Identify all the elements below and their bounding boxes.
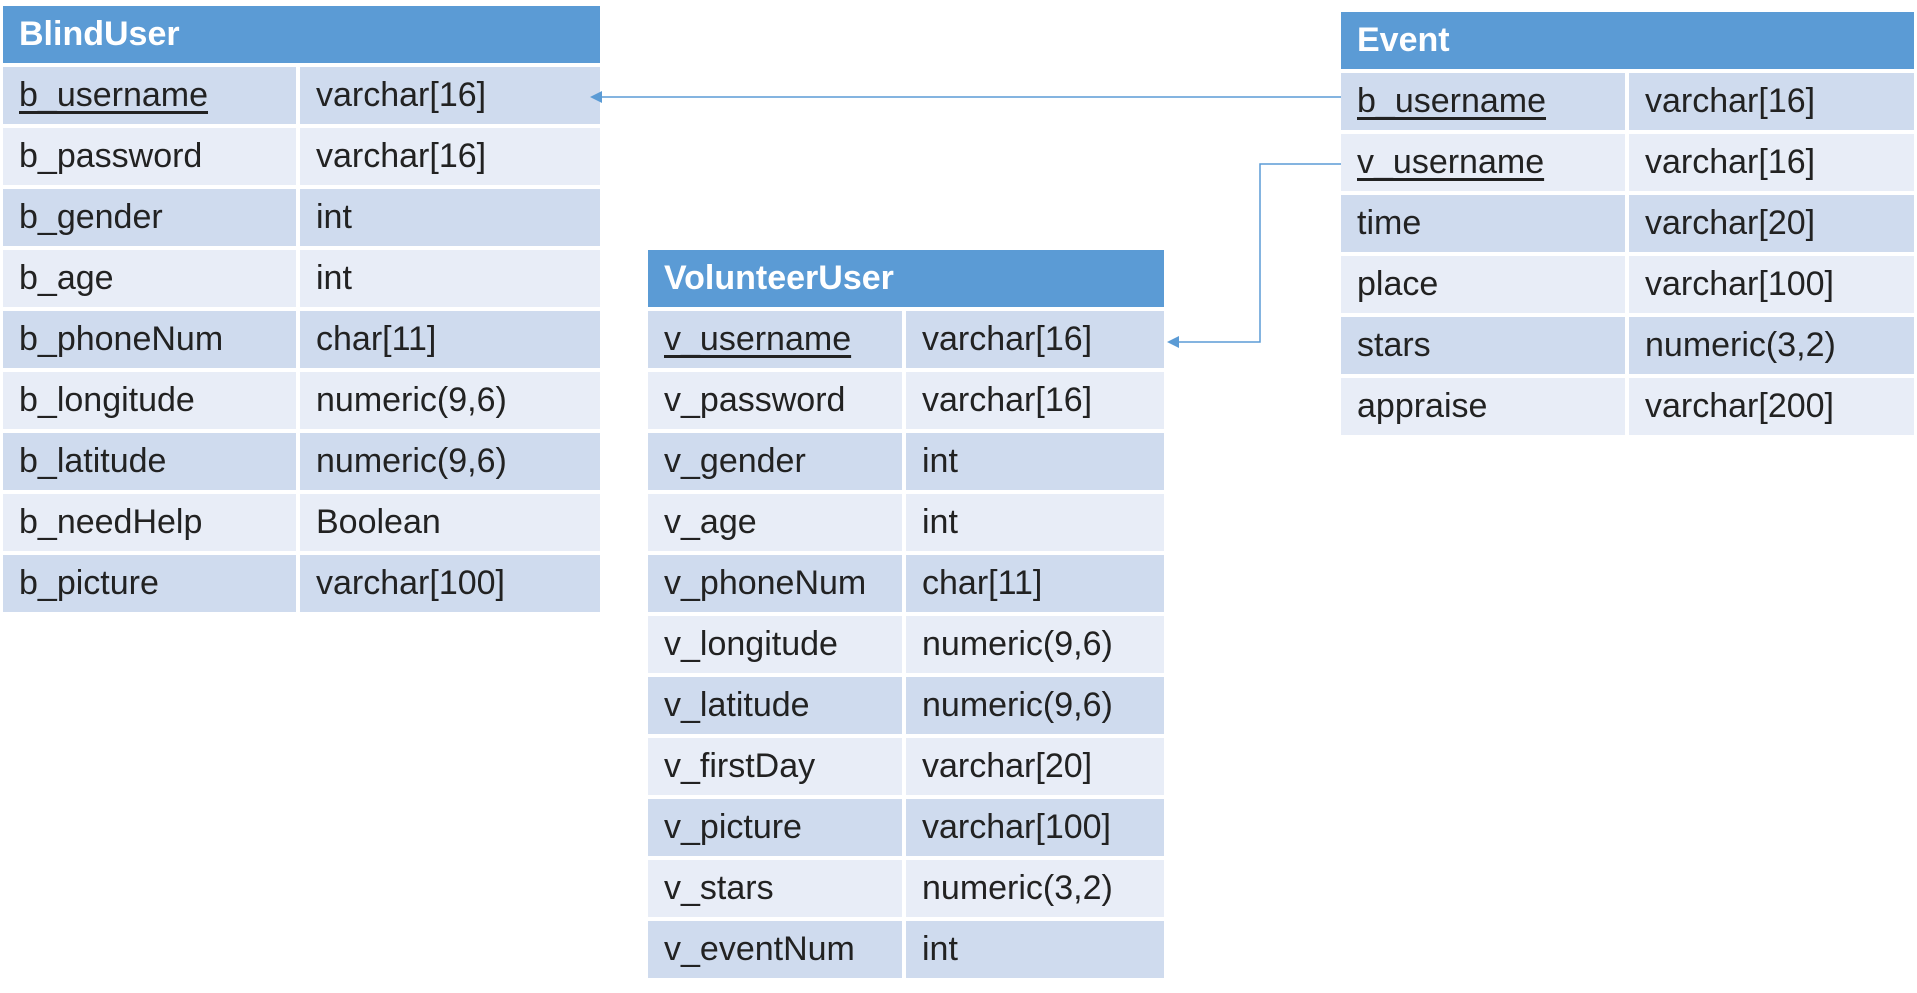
column-type: Boolean — [300, 494, 600, 555]
table-row: v_picture varchar[100] — [648, 799, 1165, 860]
arrowhead-blinduser — [590, 91, 602, 103]
table-row: v_username varchar[16] — [1341, 134, 1914, 195]
column-name-foreign-key-blind: b_username — [1341, 73, 1629, 134]
column-name: stars — [1341, 317, 1629, 378]
table-row: b_longitude numeric(9,6) — [3, 372, 600, 433]
column-type: varchar[20] — [906, 738, 1165, 799]
column-name: appraise — [1341, 378, 1629, 439]
column-name: b_gender — [3, 189, 300, 250]
column-name: v_phoneNum — [648, 555, 906, 616]
column-name: b_needHelp — [3, 494, 300, 555]
table-row: b_password varchar[16] — [3, 128, 600, 189]
table-row: appraise varchar[200] — [1341, 378, 1914, 439]
table-row: v_firstDay varchar[20] — [648, 738, 1165, 799]
column-type: int — [906, 433, 1165, 494]
table-event: Event b_username varchar[16] v_username … — [1341, 12, 1914, 439]
column-name: v_eventNum — [648, 921, 906, 982]
column-type: int — [906, 921, 1165, 982]
column-type: int — [300, 189, 600, 250]
table-row: b_latitude numeric(9,6) — [3, 433, 600, 494]
connector-event-to-volunteeruser — [1172, 163, 1341, 343]
table-row: b_gender int — [3, 189, 600, 250]
column-type: numeric(9,6) — [906, 677, 1165, 738]
table-row: v_stars numeric(3,2) — [648, 860, 1165, 921]
column-type: varchar[16] — [906, 311, 1165, 372]
column-name: b_password — [3, 128, 300, 189]
column-name: b_latitude — [3, 433, 300, 494]
table-row: v_username varchar[16] — [648, 311, 1165, 372]
column-type: varchar[200] — [1629, 378, 1914, 439]
column-type: varchar[16] — [300, 67, 600, 128]
column-name: v_picture — [648, 799, 906, 860]
column-name: v_gender — [648, 433, 906, 494]
column-type: numeric(3,2) — [906, 860, 1165, 921]
table-row: stars numeric(3,2) — [1341, 317, 1914, 378]
column-type: int — [300, 250, 600, 311]
table-row: v_eventNum int — [648, 921, 1165, 982]
column-name: v_firstDay — [648, 738, 906, 799]
column-type: varchar[20] — [1629, 195, 1914, 256]
column-type: varchar[16] — [1629, 73, 1914, 134]
column-type: varchar[16] — [906, 372, 1165, 433]
column-name-primary-key: v_username — [648, 311, 906, 372]
column-type: numeric(3,2) — [1629, 317, 1914, 378]
column-name-foreign-key-volunteer: v_username — [1341, 134, 1629, 195]
column-name: v_stars — [648, 860, 906, 921]
column-name: b_picture — [3, 555, 300, 616]
column-name: b_age — [3, 250, 300, 311]
column-name: b_phoneNum — [3, 311, 300, 372]
column-type: int — [906, 494, 1165, 555]
table-row: time varchar[20] — [1341, 195, 1914, 256]
table-row: b_phoneNum char[11] — [3, 311, 600, 372]
column-name: v_password — [648, 372, 906, 433]
table-blinduser: BlindUser b_username varchar[16] b_passw… — [3, 6, 600, 616]
table-row: b_username varchar[16] — [3, 67, 600, 128]
column-type: varchar[16] — [300, 128, 600, 189]
arrowhead-volunteeruser — [1167, 336, 1179, 348]
table-volunteeruser: VolunteerUser v_username varchar[16] v_p… — [648, 250, 1165, 982]
column-type: char[11] — [906, 555, 1165, 616]
column-type: char[11] — [300, 311, 600, 372]
table-row: v_age int — [648, 494, 1165, 555]
table-row: b_username varchar[16] — [1341, 73, 1914, 134]
column-type: numeric(9,6) — [906, 616, 1165, 677]
table-row: b_needHelp Boolean — [3, 494, 600, 555]
table-title: BlindUser — [3, 6, 600, 67]
table-row: v_longitude numeric(9,6) — [648, 616, 1165, 677]
column-type: varchar[100] — [906, 799, 1165, 860]
table-row: b_age int — [3, 250, 600, 311]
column-name: v_age — [648, 494, 906, 555]
column-type: numeric(9,6) — [300, 433, 600, 494]
column-name: b_longitude — [3, 372, 300, 433]
table-title: Event — [1341, 12, 1914, 73]
column-name: v_latitude — [648, 677, 906, 738]
column-name: place — [1341, 256, 1629, 317]
column-type: varchar[16] — [1629, 134, 1914, 195]
column-name: time — [1341, 195, 1629, 256]
table-row: b_picture varchar[100] — [3, 555, 600, 616]
column-type: varchar[100] — [300, 555, 600, 616]
table-row: v_phoneNum char[11] — [648, 555, 1165, 616]
column-name-primary-key: b_username — [3, 67, 300, 128]
column-type: numeric(9,6) — [300, 372, 600, 433]
table-row: v_gender int — [648, 433, 1165, 494]
column-name: v_longitude — [648, 616, 906, 677]
column-type: varchar[100] — [1629, 256, 1914, 317]
table-row: v_latitude numeric(9,6) — [648, 677, 1165, 738]
table-title: VolunteerUser — [648, 250, 1165, 311]
table-row: v_password varchar[16] — [648, 372, 1165, 433]
table-row: place varchar[100] — [1341, 256, 1914, 317]
